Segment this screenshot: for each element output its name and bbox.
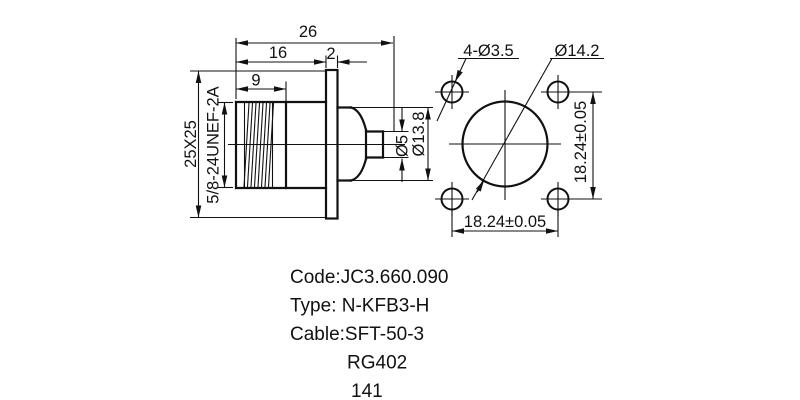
front-extension-lines xyxy=(451,91,602,237)
dim-center-hole: Ø14.2 xyxy=(555,42,600,60)
dim-boss-diameter: Ø13.8 xyxy=(410,112,428,157)
rear-boss-and-stub xyxy=(336,106,385,182)
notes-block: Code:JC3.660.090 Type: N-KFB3-H Cable:SF… xyxy=(290,267,448,400)
dim-hole-spacing-horizontal: 18.24±0.05 xyxy=(464,213,546,231)
dim-mounting-holes: 4-Ø3.5 xyxy=(463,42,513,60)
holes-leader xyxy=(436,57,519,122)
dim-overall-length: 26 xyxy=(299,23,317,41)
dim-flange-square: 25X25 xyxy=(182,120,200,168)
connector-body-outline xyxy=(234,100,328,190)
thread-hatching xyxy=(243,102,275,188)
note-cable-alt1: RG402 xyxy=(347,353,407,374)
center-crosshairs xyxy=(449,90,561,200)
dim-thread-length: 9 xyxy=(251,72,260,90)
dim-stub-diameter: Ø5 xyxy=(394,135,412,157)
side-dimension-lines xyxy=(195,40,431,218)
side-extension-lines xyxy=(190,36,433,219)
mounting-holes xyxy=(435,75,575,216)
front-view: 4-Ø3.5 Ø14.2 18.24±0.05 18.24±0.05 xyxy=(435,42,604,237)
front-dimension-lines xyxy=(452,92,596,234)
note-code: Code:JC3.660.090 xyxy=(290,267,448,288)
dim-body-length: 16 xyxy=(269,44,287,62)
dim-thread-spec: 5/8-24UNEF-2A xyxy=(205,86,223,203)
note-type: Type: N-KFB3-H xyxy=(290,296,429,317)
center-hole-leader xyxy=(471,57,604,201)
dim-flange-thickness: 2 xyxy=(326,45,335,63)
side-view: 26 16 2 9 25X25 5/8-24UNEF-2A Ø5 Ø13.8 xyxy=(182,23,433,220)
note-cable-alt2: 141 xyxy=(351,381,383,400)
dim-hole-spacing-vertical: 18.24±0.05 xyxy=(572,101,590,183)
note-cable: Cable:SFT-50-3 xyxy=(290,324,424,345)
flange-side xyxy=(324,68,339,220)
